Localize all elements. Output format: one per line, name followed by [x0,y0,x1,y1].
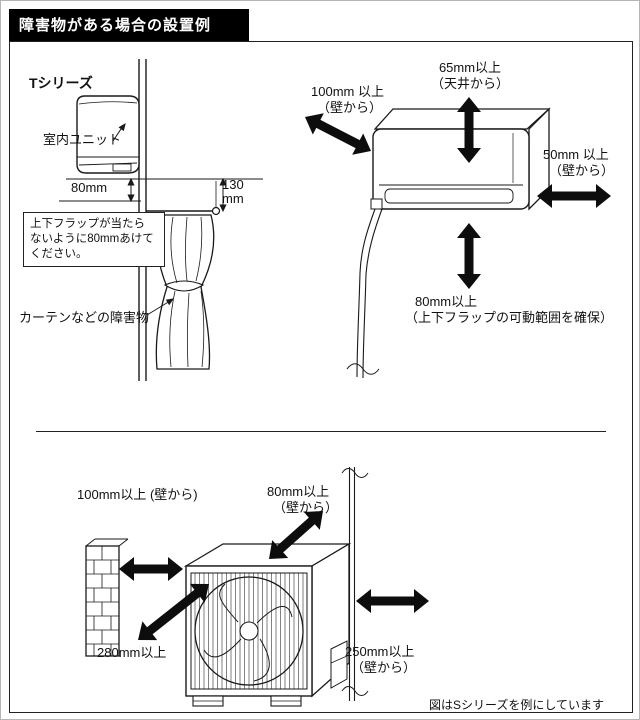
arrow-right-wall [537,184,611,208]
arrow-right-wall-outdoor [356,589,429,613]
page-title: 障害物がある場合の設置例 [9,9,249,41]
outdoor-front-label: 280mm以上 [97,645,167,660]
flap-note: 上下フラップが当たら ないように80mmあけて ください。 [23,212,165,267]
section-divider [36,431,606,432]
indoor-clearance-drawing [305,97,611,379]
outdoor-unit-drawing [85,467,429,707]
indoor-unit-side [76,95,140,174]
unit-label-arrow [112,122,126,142]
outdoor-top-wall-label: 80mm以上 （壁から） [267,484,339,515]
arrow-downleft-front-outdoor [138,583,209,641]
clearance-left-wall-label: 100mm 以上 （壁から） [311,84,384,115]
dim-130mm-label: 130 mm [222,177,244,206]
clearance-ceiling-label: 65mm以上 （天井から） [430,60,509,91]
dim-80-lines [59,177,263,203]
arrow-left-wall-outdoor [119,557,183,581]
curtain-obstacle-label: カーテンなどの障害物 [19,310,150,325]
curtain-rod [146,181,221,216]
arrow-down-flap [457,223,481,289]
refrigerant-pipe [346,198,383,379]
series-footnote: 図はSシリーズを例にしています [429,698,605,712]
brick-wall [85,538,129,657]
indoor-side-drawing [59,59,263,381]
curtain-label-arrow [146,298,175,316]
arrow-upright-wall-outdoor [269,511,323,559]
dim-80mm-label: 80mm [71,180,108,195]
outdoor-right-wall-label: 250mm以上 （壁から） [345,644,417,675]
outdoor-arrows [119,511,429,641]
series-label: Tシリーズ [29,75,93,91]
clearance-right-wall-label: 50mm 以上 （壁から） [543,147,615,178]
clearance-flap-label: 80mm以上 （上下フラップの可動範囲を確保） [405,294,614,325]
indoor-unit-label: 室内ユニット [43,132,122,147]
dim-130-lines [219,177,227,213]
arrow-up-ceiling [457,97,481,163]
outdoor-left-wall-label: 100mm以上 (壁から) [77,487,198,502]
indoor-unit-3d [372,107,551,211]
fan-grille [190,572,308,690]
diagram-frame [9,41,633,713]
clearance-arrows [305,97,611,289]
arrow-left-wall [305,113,371,155]
outdoor-pipe [341,467,369,701]
